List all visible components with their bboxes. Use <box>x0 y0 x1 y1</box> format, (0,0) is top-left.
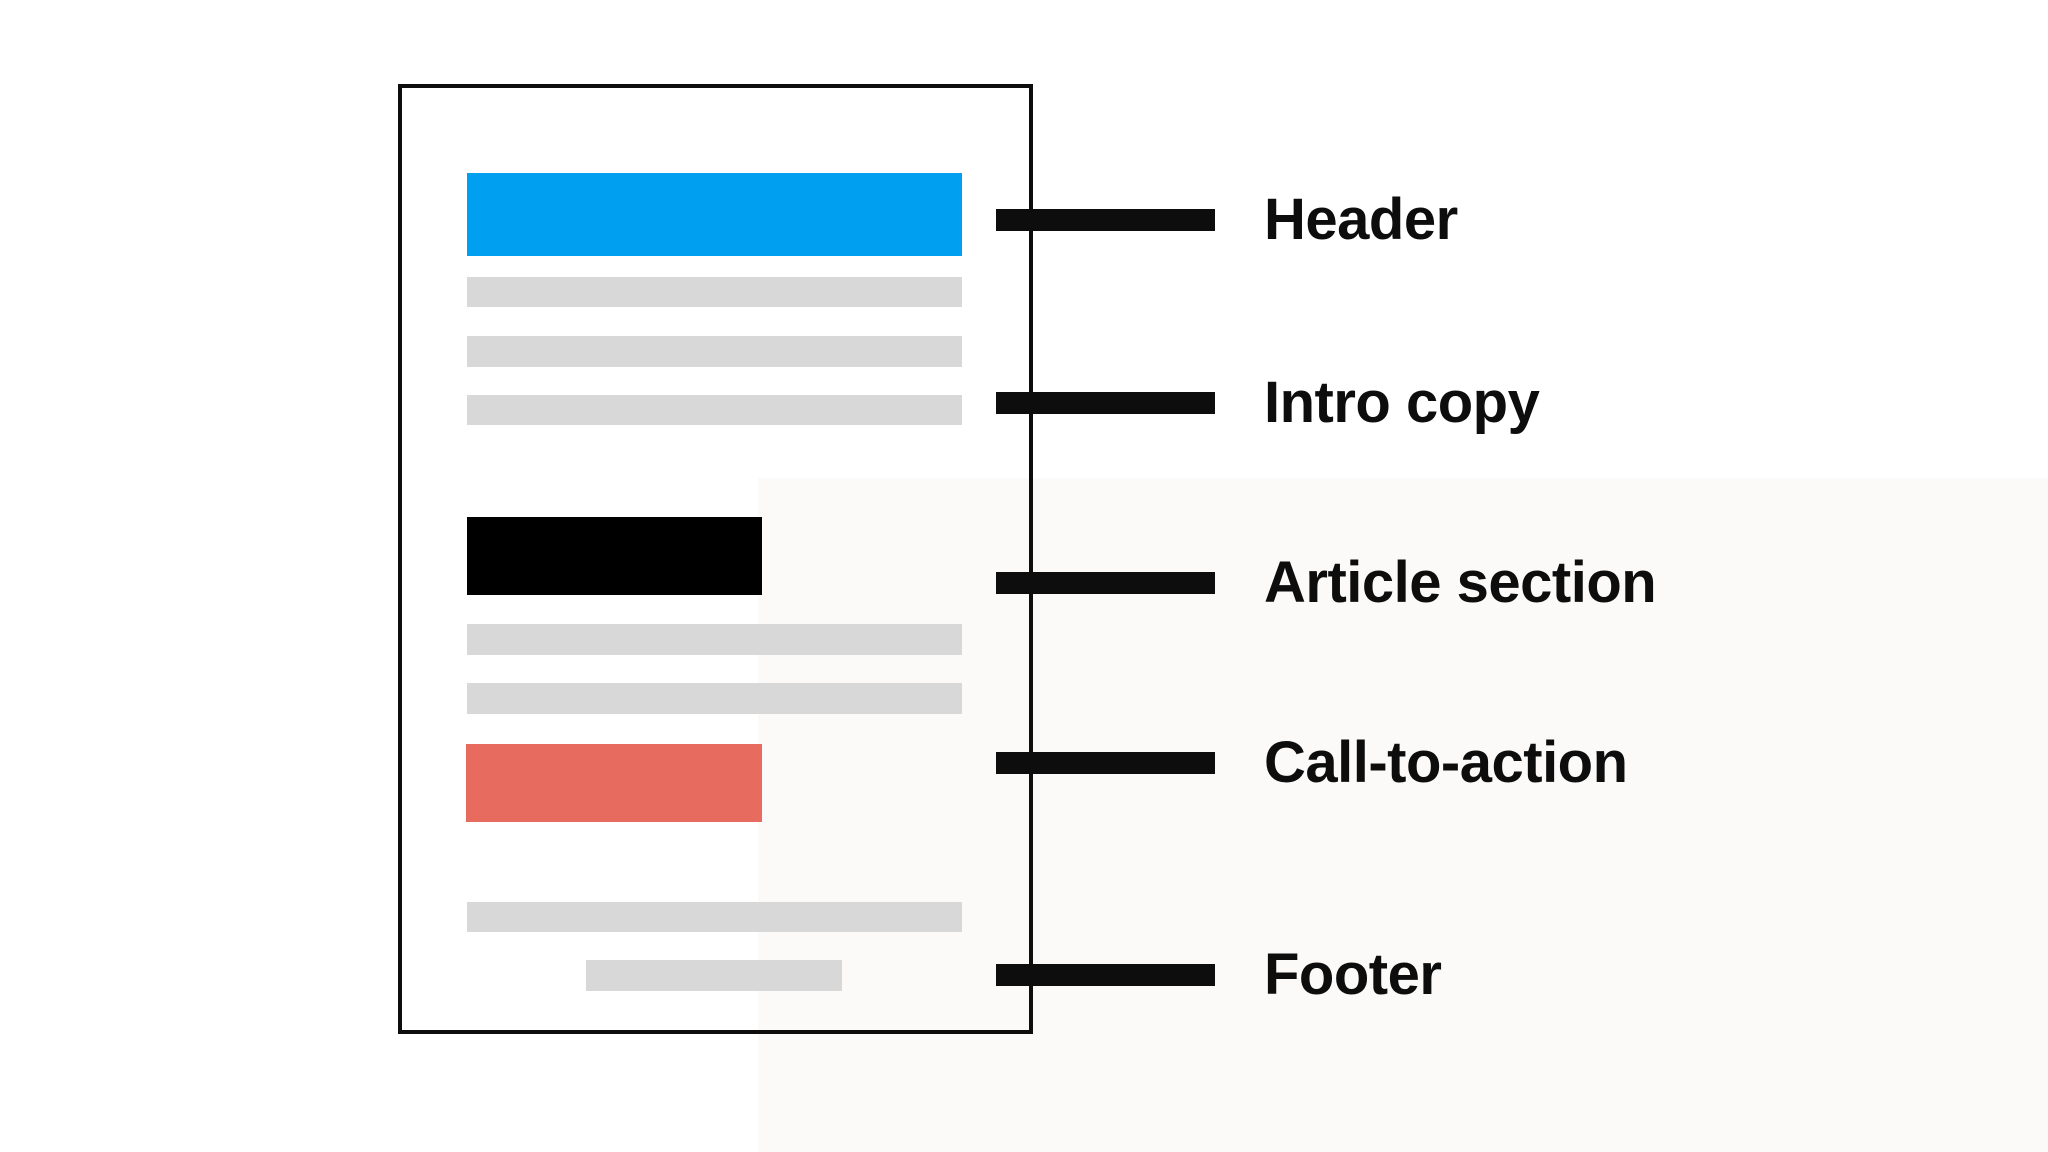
annotation-line-intro-copy <box>996 392 1215 414</box>
background-tint <box>758 478 2048 1152</box>
annotation-label-footer: Footer <box>1264 942 1442 1007</box>
article-text-line-1 <box>467 624 962 655</box>
annotation-line-footer <box>996 964 1215 986</box>
article-text-line-2 <box>467 683 962 714</box>
intro-text-line-2 <box>467 336 962 367</box>
annotation-label-intro-copy: Intro copy <box>1264 370 1540 435</box>
annotation-line-call-to-action <box>996 752 1215 774</box>
annotation-label-article-section: Article section <box>1264 550 1657 615</box>
annotation-line-article-section <box>996 572 1215 594</box>
intro-text-line-3 <box>467 395 962 425</box>
article-heading-bar <box>467 517 762 595</box>
wireframe-document-frame <box>398 84 1033 1034</box>
annotation-label-header: Header <box>1264 187 1458 252</box>
annotation-line-header <box>996 209 1215 231</box>
header-color-bar <box>467 173 962 256</box>
cta-button-bar <box>466 744 762 822</box>
annotation-label-call-to-action: Call-to-action <box>1264 730 1628 795</box>
footer-centered-line <box>586 960 842 991</box>
footer-text-line <box>467 902 962 932</box>
intro-text-line-1 <box>467 277 962 307</box>
